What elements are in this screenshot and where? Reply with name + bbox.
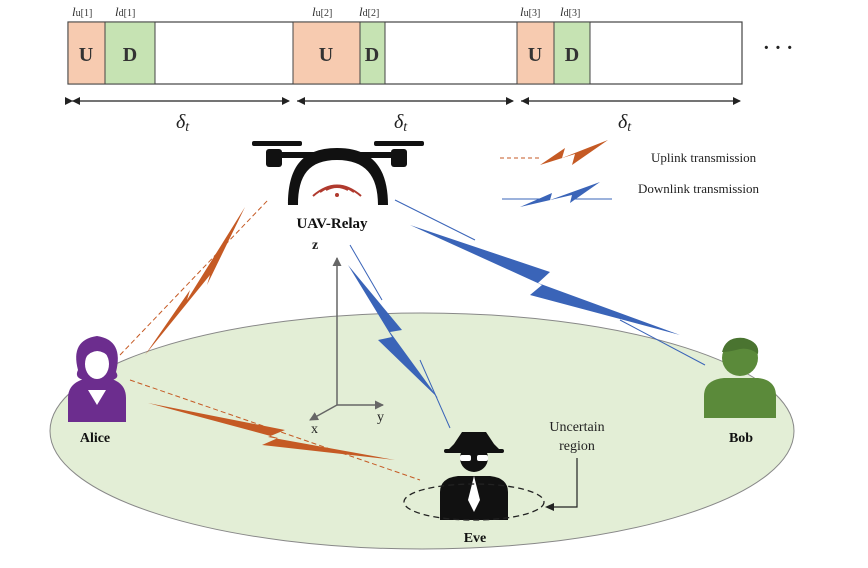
downlink-legend-icon — [502, 182, 612, 207]
y-axis-label: y — [377, 410, 384, 425]
delta-label-2: δt — [394, 111, 408, 135]
uplink-slot-1 — [67, 21, 106, 85]
uav-icon — [252, 141, 424, 205]
coordinate-axes: z x y — [309, 238, 384, 437]
uplink-legend-label: Uplink transmission — [651, 150, 757, 165]
alice-icon — [68, 336, 126, 422]
uncertain-region-ellipse — [403, 483, 545, 521]
ld-label-3: ld[3] — [560, 4, 580, 19]
ld-label-2: ld[2] — [359, 4, 379, 19]
downlink-slot-3 — [553, 21, 591, 85]
d-label-3: D — [565, 44, 579, 66]
z-axis-label: z — [312, 238, 318, 253]
u-label-2: U — [319, 44, 333, 66]
ellipsis: · · · — [763, 37, 793, 59]
ground-plane — [49, 312, 795, 550]
uplink-legend-icon — [500, 140, 608, 165]
lu-label-1: lu[1] — [72, 4, 92, 19]
uncertain-label-line2: region — [559, 439, 595, 454]
timeline: U D U D U D lu[1] ld[1] lu[2] ld[2] lu[3… — [65, 4, 793, 135]
bob-icon — [704, 337, 776, 418]
lu-label-2: lu[2] — [312, 4, 332, 19]
downlink-legend-label: Downlink transmission — [638, 181, 759, 196]
uncertain-pointer — [550, 458, 578, 508]
u-label-3: U — [528, 44, 542, 66]
x-axis-label: x — [311, 422, 318, 437]
uav-label: UAV-Relay — [296, 216, 368, 232]
eve-icon — [440, 432, 508, 520]
bob-label: Bob — [729, 431, 753, 446]
d-label-2: D — [365, 44, 379, 66]
ld-label-1: ld[1] — [115, 4, 135, 19]
links — [119, 199, 706, 481]
uplink-bolt-alice-eve — [148, 403, 395, 460]
legend: Uplink transmission Downlink transmissio… — [500, 140, 759, 207]
alice-label: Alice — [80, 431, 110, 446]
downlink-bolt-uav-bob — [410, 225, 680, 335]
uplink-slot-3 — [516, 21, 555, 85]
downlink-slot-2 — [359, 21, 386, 85]
u-label-1: U — [79, 44, 93, 66]
lu-label-3: lu[3] — [520, 4, 540, 19]
timeline-frame — [67, 21, 743, 85]
d-label-1: D — [123, 44, 137, 66]
uplink-slot-2 — [292, 21, 361, 85]
downlink-bolt-uav-eve — [348, 265, 438, 398]
eve-label: Eve — [464, 531, 487, 546]
delta-label-1: δt — [176, 111, 190, 135]
uncertain-label-line1: Uncertain — [549, 420, 604, 435]
delta-label-3: δt — [618, 111, 632, 135]
downlink-slot-1 — [104, 21, 156, 85]
